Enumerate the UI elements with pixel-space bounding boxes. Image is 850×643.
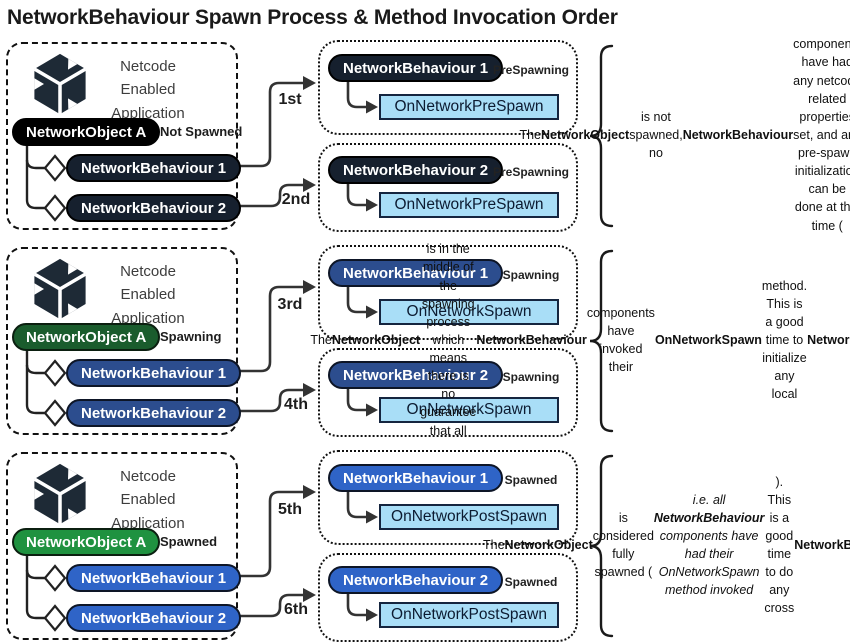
note-text: The NetworkObject is not spawned, no Net… (519, 37, 850, 233)
spawn-row-spawning: Netcode Enabled Application NetworkObjec… (0, 242, 850, 438)
step-ordinal: 2nd (281, 191, 311, 208)
method-arrow-icon (346, 492, 378, 524)
application-box: Netcode Enabled Application NetworkObjec… (6, 247, 242, 435)
note-text: The NetworkObject is considered fully sp… (483, 474, 850, 616)
network-behaviour-pill: NetworkBehaviour 1 (66, 359, 242, 387)
step-ordinal: 3rd (277, 296, 303, 313)
spawn-row-prespawn: Netcode Enabled Application NetworkObjec… (0, 37, 850, 233)
method-arrow-icon (346, 287, 378, 319)
network-behaviour-pill: NetworkBehaviour 2 (66, 399, 242, 427)
application-box: Netcode Enabled Application NetworkObjec… (6, 42, 242, 230)
phase-label: PreSpawning (492, 165, 569, 179)
object-state-label: Not Spawned (160, 124, 243, 139)
app-label: Netcode Enabled Application (111, 263, 185, 327)
behaviour-pill: NetworkBehaviour 1 (328, 464, 504, 492)
method-box: OnNetworkPreSpawn (379, 192, 559, 218)
step-ordinal: 5th (278, 501, 302, 518)
behaviour-pill: NetworkBehaviour 2 (328, 361, 504, 389)
step-ordinal: 6th (284, 601, 308, 618)
phase-label: Spawning (502, 370, 560, 384)
diamond-connector-icon (43, 399, 67, 427)
step-ordinal: 4th (284, 396, 308, 413)
hierarchy-connector (25, 349, 67, 427)
method-arrow-icon (346, 82, 378, 114)
callback-box: NetworkBehaviour 1 Spawned OnNetworkPost… (318, 450, 578, 545)
behaviour-pill: NetworkBehaviour 2 (328, 156, 504, 184)
callback-box: NetworkBehaviour 1 Spawning OnNetworkSpa… (318, 245, 578, 340)
curly-brace-icon (589, 454, 614, 638)
method-box: OnNetworkPreSpawn (379, 94, 559, 120)
method-box: OnNetworkSpawn (379, 299, 559, 325)
callback-box: NetworkBehaviour 1 PreSpawning OnNetwork… (318, 40, 578, 135)
unity-logo-icon (33, 53, 87, 115)
diamond-connector-icon (43, 154, 67, 182)
phase-label: Spawned (504, 473, 558, 487)
behaviour-pill: NetworkBehaviour 1 (328, 54, 504, 82)
callback-box: NetworkBehaviour 2 Spawned OnNetworkPost… (318, 553, 578, 642)
note-text: The NetworkObject is in the middle of th… (310, 242, 850, 437)
method-box: OnNetworkPostSpawn (379, 602, 559, 628)
app-label: Netcode Enabled Application (111, 58, 185, 122)
callback-box: NetworkBehaviour 2 Spawning OnNetworkSpa… (318, 348, 578, 437)
network-object-pill: NetworkObject A (12, 528, 161, 556)
phase-label: Spawning (502, 268, 560, 282)
object-state-label: Spawned (160, 534, 218, 549)
network-behaviour-pill: NetworkBehaviour 2 (66, 194, 242, 222)
diamond-connector-icon (43, 564, 67, 592)
method-arrow-icon (346, 184, 378, 212)
network-object-pill: NetworkObject A (12, 118, 161, 146)
diagram-title: NetworkBehaviour Spawn Process & Method … (7, 6, 618, 29)
network-behaviour-pill: NetworkBehaviour 1 (66, 154, 242, 182)
phase-label: PreSpawning (492, 63, 569, 77)
curly-brace-icon (589, 44, 614, 228)
object-state-label: Spawning (160, 329, 222, 344)
method-arrow-icon (346, 594, 378, 622)
hierarchy-connector (25, 554, 67, 632)
diamond-connector-icon (43, 359, 67, 387)
behaviour-pill: NetworkBehaviour 2 (328, 566, 504, 594)
hierarchy-connector (25, 144, 67, 222)
step-ordinal: 1st (278, 91, 302, 108)
application-box: Netcode Enabled Application NetworkObjec… (6, 452, 242, 640)
curly-brace-icon (589, 249, 614, 433)
unity-logo-icon (33, 463, 87, 525)
diamond-connector-icon (43, 604, 67, 632)
method-box: OnNetworkPostSpawn (379, 504, 559, 530)
method-arrow-icon (346, 389, 378, 417)
method-box: OnNetworkSpawn (379, 397, 559, 423)
network-behaviour-pill: NetworkBehaviour 1 (66, 564, 242, 592)
spawn-row-spawned: Netcode Enabled Application NetworkObjec… (0, 450, 850, 643)
phase-label: Spawned (504, 575, 558, 589)
diamond-connector-icon (43, 194, 67, 222)
unity-logo-icon (33, 258, 87, 320)
app-label: Netcode Enabled Application (111, 468, 185, 532)
behaviour-pill: NetworkBehaviour 1 (328, 259, 504, 287)
network-object-pill: NetworkObject A (12, 323, 161, 351)
network-behaviour-pill: NetworkBehaviour 2 (66, 604, 242, 632)
callback-box: NetworkBehaviour 2 PreSpawning OnNetwork… (318, 143, 578, 232)
